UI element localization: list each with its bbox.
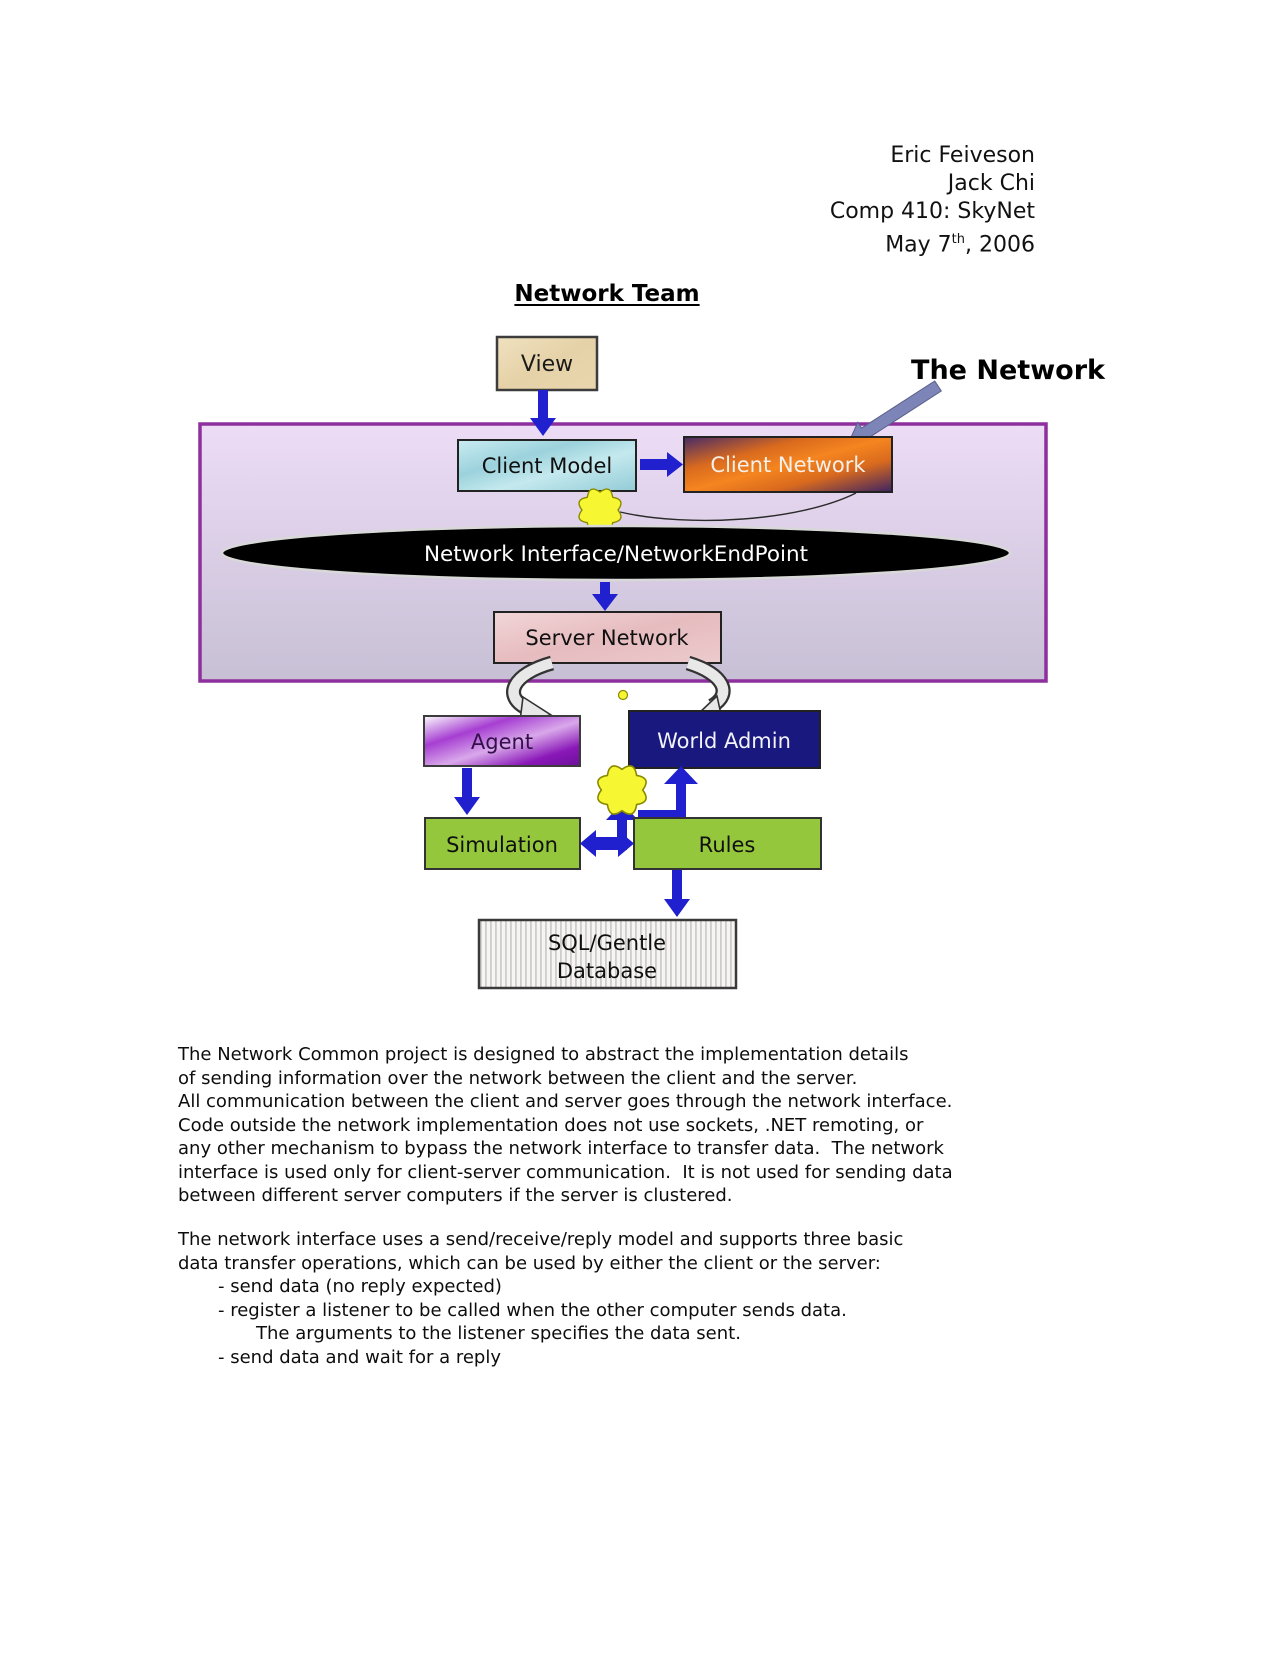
- arrow-rules-to-sql: [664, 870, 690, 917]
- body-line: data transfer operations, which can be u…: [178, 1252, 881, 1274]
- world-admin-node: World Admin: [628, 710, 821, 769]
- sql-label-line1: SQL/Gentle: [548, 931, 666, 955]
- arrow-agent-to-simulation: [454, 768, 480, 815]
- simulation-label: Simulation: [446, 833, 558, 857]
- body-line: any other mechanism to bypass the networ…: [178, 1138, 944, 1159]
- client-model-node: Client Model: [457, 439, 637, 492]
- author-header: Eric Feiveson Jack Chi Comp 410: SkyNet …: [830, 142, 1035, 259]
- sql-label-line2: Database: [557, 959, 657, 983]
- network-interface-label: Network Interface/NetworkEndPoint: [424, 542, 808, 567]
- body-line: The Network Common project is designed t…: [178, 1044, 909, 1065]
- server-network-label: Server Network: [525, 626, 689, 650]
- cloud-connector-icon: [597, 765, 647, 815]
- author-line: Jack Chi: [947, 171, 1035, 196]
- sql-database-node: SQL/Gentle Database: [477, 918, 738, 990]
- body-list-item: - send data (no reply expected): [218, 1276, 502, 1297]
- page-title: Network Team: [514, 281, 700, 307]
- body-list-item: - register a listener to be called when …: [218, 1299, 847, 1321]
- client-network-node: Client Network: [683, 436, 893, 493]
- date-line: May 7th, 2006: [885, 232, 1035, 258]
- client-network-to-cloud-curve: [619, 492, 857, 522]
- arrow-client-model-to-client-network: [640, 452, 683, 477]
- arrow-interface-to-server-network: [592, 582, 618, 611]
- network-team-diagram: View The Network Client Model Client Net…: [198, 335, 1106, 990]
- server-network-node: Server Network: [493, 611, 722, 664]
- rules-label: Rules: [699, 833, 756, 857]
- author-line: Eric Feiveson: [890, 143, 1035, 168]
- arrow-cloud-to-world-admin: [638, 766, 698, 820]
- body-line: All communication between the client and…: [178, 1091, 953, 1112]
- arrow-simulation-rules-double: [580, 830, 634, 857]
- ribbon-arrow-to-world-admin: [685, 655, 731, 720]
- paragraph-network-common: The Network Common project is designed t…: [178, 1043, 1078, 1208]
- body-line: Code outside the network implementation …: [178, 1114, 924, 1136]
- body-list-item: - send data and wait for a reply: [218, 1346, 501, 1368]
- rules-node: Rules: [633, 817, 822, 870]
- client-model-label: Client Model: [482, 454, 613, 478]
- client-network-label: Client Network: [710, 453, 866, 477]
- paragraph-send-receive-reply: The network interface uses a send/receiv…: [178, 1228, 1078, 1369]
- world-admin-label: World Admin: [657, 729, 791, 753]
- body-line: The network interface uses a send/receiv…: [178, 1229, 904, 1250]
- agent-label: Agent: [471, 730, 533, 754]
- agent-node: Agent: [423, 715, 581, 767]
- view-node: View: [495, 335, 599, 392]
- arrow-view-to-client-model: [530, 390, 556, 436]
- the-network-label: The Network: [911, 355, 1106, 386]
- small-yellow-dot: [617, 689, 629, 701]
- body-line: interface is used only for client-server…: [178, 1161, 953, 1183]
- ribbon-arrow-to-agent: [506, 655, 555, 722]
- course-line: Comp 410: SkyNet: [829, 199, 1035, 224]
- view-label: View: [521, 352, 573, 377]
- body-line: The arguments to the listener specifies …: [256, 1323, 741, 1344]
- network-interface-node: Network Interface/NetworkEndPoint: [220, 524, 1012, 582]
- body-line: between different server computers if th…: [178, 1185, 733, 1206]
- simulation-node: Simulation: [424, 817, 581, 870]
- body-line: of sending information over the network …: [178, 1067, 858, 1089]
